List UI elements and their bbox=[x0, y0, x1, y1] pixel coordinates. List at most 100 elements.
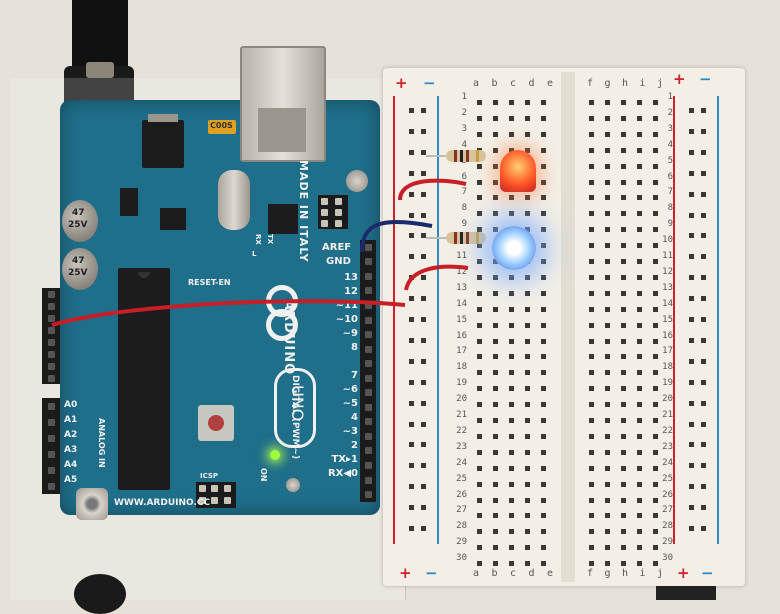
breadboard-hole[interactable] bbox=[589, 179, 594, 185]
breadboard-hole[interactable] bbox=[509, 497, 514, 503]
breadboard-hole[interactable] bbox=[589, 513, 594, 519]
rail-hole[interactable] bbox=[420, 170, 426, 176]
breadboard-hole[interactable] bbox=[493, 274, 498, 280]
breadboard-hole[interactable] bbox=[541, 290, 546, 296]
breadboard-hole[interactable] bbox=[525, 433, 530, 439]
rail-hole[interactable] bbox=[700, 233, 706, 239]
breadboard-hole[interactable] bbox=[605, 147, 610, 153]
breadboard-hole[interactable] bbox=[541, 163, 546, 169]
breadboard-hole[interactable] bbox=[493, 402, 498, 408]
rail-hole[interactable] bbox=[420, 191, 426, 197]
icsp-header-bottom[interactable] bbox=[196, 482, 236, 508]
breadboard-hole[interactable] bbox=[509, 433, 514, 439]
breadboard-hole[interactable] bbox=[637, 449, 642, 455]
breadboard-hole[interactable] bbox=[605, 529, 610, 535]
breadboard-hole[interactable] bbox=[509, 561, 514, 567]
breadboard-hole[interactable] bbox=[525, 100, 530, 105]
breadboard-hole[interactable] bbox=[637, 433, 642, 439]
breadboard-hole[interactable] bbox=[541, 513, 546, 519]
breadboard-hole[interactable] bbox=[605, 322, 610, 328]
rail-hole[interactable] bbox=[688, 421, 694, 427]
breadboard-hole[interactable] bbox=[589, 211, 594, 217]
breadboard-hole[interactable] bbox=[509, 529, 514, 535]
breadboard-hole[interactable] bbox=[525, 402, 530, 408]
breadboard-hole[interactable] bbox=[509, 418, 514, 423]
breadboard-hole[interactable] bbox=[605, 259, 610, 264]
breadboard-hole[interactable] bbox=[477, 386, 482, 392]
breadboard-hole[interactable] bbox=[605, 227, 610, 233]
rail-hole[interactable] bbox=[688, 484, 694, 490]
rail-hole[interactable] bbox=[408, 233, 414, 239]
breadboard-hole[interactable] bbox=[541, 433, 546, 439]
breadboard-hole[interactable] bbox=[525, 449, 530, 455]
rail-hole[interactable] bbox=[408, 505, 414, 511]
breadboard-hole[interactable] bbox=[653, 259, 658, 264]
breadboard-hole[interactable] bbox=[525, 306, 530, 312]
rail-hole[interactable] bbox=[700, 358, 706, 364]
breadboard-hole[interactable] bbox=[509, 402, 514, 408]
breadboard-hole[interactable] bbox=[525, 465, 530, 471]
rail-hole[interactable] bbox=[408, 170, 414, 176]
rail-hole[interactable] bbox=[420, 358, 426, 364]
breadboard-hole[interactable] bbox=[621, 211, 626, 217]
breadboard-hole[interactable] bbox=[589, 131, 594, 137]
breadboard-hole[interactable] bbox=[637, 306, 642, 312]
breadboard-hole[interactable] bbox=[541, 338, 546, 344]
breadboard-hole[interactable] bbox=[621, 545, 626, 551]
rail-hole[interactable] bbox=[420, 128, 426, 134]
breadboard-hole[interactable] bbox=[621, 115, 626, 121]
breadboard-hole[interactable] bbox=[637, 179, 642, 185]
breadboard-hole[interactable] bbox=[541, 259, 546, 264]
breadboard-hole[interactable] bbox=[541, 354, 546, 360]
breadboard-hole[interactable] bbox=[477, 290, 482, 296]
breadboard-hole[interactable] bbox=[621, 322, 626, 328]
breadboard-hole[interactable] bbox=[525, 195, 530, 201]
breadboard-hole[interactable] bbox=[653, 243, 658, 249]
breadboard-hole[interactable] bbox=[525, 131, 530, 137]
breadboard-hole[interactable] bbox=[493, 227, 498, 233]
breadboard-hole[interactable] bbox=[605, 402, 610, 408]
breadboard-hole[interactable] bbox=[493, 370, 498, 376]
breadboard-hole[interactable] bbox=[541, 370, 546, 376]
breadboard-hole[interactable] bbox=[637, 100, 642, 105]
breadboard-hole[interactable] bbox=[589, 147, 594, 153]
breadboard-hole[interactable] bbox=[621, 259, 626, 264]
breadboard-hole[interactable] bbox=[493, 211, 498, 217]
rail-hole[interactable] bbox=[700, 337, 706, 343]
breadboard-hole[interactable] bbox=[637, 274, 642, 280]
rail-hole[interactable] bbox=[420, 505, 426, 511]
breadboard-hole[interactable] bbox=[541, 115, 546, 121]
breadboard-hole[interactable] bbox=[541, 211, 546, 217]
rail-hole[interactable] bbox=[688, 233, 694, 239]
breadboard-hole[interactable] bbox=[621, 147, 626, 153]
resistor-red-led[interactable] bbox=[446, 150, 486, 162]
breadboard-hole[interactable] bbox=[525, 545, 530, 551]
rail-hole[interactable] bbox=[688, 358, 694, 364]
breadboard-hole[interactable] bbox=[493, 497, 498, 503]
breadboard-hole[interactable] bbox=[477, 529, 482, 535]
breadboard-hole[interactable] bbox=[477, 163, 482, 169]
breadboard-hole[interactable] bbox=[477, 561, 482, 567]
breadboard-hole[interactable] bbox=[477, 481, 482, 487]
breadboard-hole[interactable] bbox=[477, 418, 482, 423]
breadboard-hole[interactable] bbox=[589, 115, 594, 121]
rail-hole[interactable] bbox=[420, 275, 426, 281]
breadboard-hole[interactable] bbox=[541, 179, 546, 185]
breadboard-hole[interactable] bbox=[621, 433, 626, 439]
breadboard-hole[interactable] bbox=[653, 163, 658, 169]
icsp-header-top[interactable] bbox=[318, 195, 348, 229]
breadboard-hole[interactable] bbox=[525, 370, 530, 376]
breadboard-hole[interactable] bbox=[637, 529, 642, 535]
breadboard-hole[interactable] bbox=[637, 211, 642, 217]
breadboard-hole[interactable] bbox=[525, 338, 530, 344]
breadboard-hole[interactable] bbox=[493, 290, 498, 296]
rail-hole[interactable] bbox=[700, 254, 706, 260]
breadboard-hole[interactable] bbox=[589, 529, 594, 535]
breadboard-hole[interactable] bbox=[589, 163, 594, 169]
breadboard-hole[interactable] bbox=[621, 529, 626, 535]
rail-hole[interactable] bbox=[700, 170, 706, 176]
rail-hole[interactable] bbox=[700, 191, 706, 197]
breadboard-hole[interactable] bbox=[509, 545, 514, 551]
breadboard-hole[interactable] bbox=[589, 465, 594, 471]
rail-hole[interactable] bbox=[700, 400, 706, 406]
